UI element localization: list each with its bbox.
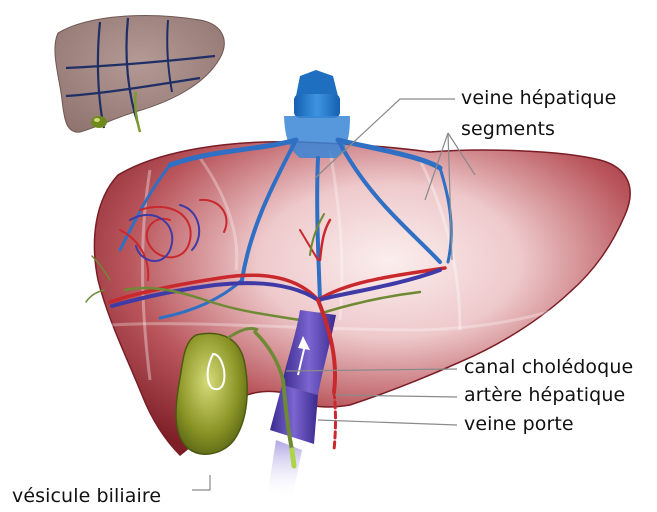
label-common-bile-duct: canal cholédoque — [464, 358, 633, 377]
label-gallbladder: vésicule biliaire — [12, 487, 161, 506]
label-hepatic-vein: veine hépatique — [461, 89, 616, 108]
leader-gallbladder — [192, 475, 210, 490]
label-portal-vein: veine porte — [464, 415, 574, 434]
liver-body — [94, 142, 630, 455]
label-segments: segments — [461, 120, 555, 139]
leader-portal-vein — [318, 420, 457, 425]
label-hepatic-artery: artère hépatique — [464, 386, 625, 405]
thumbnail-liver — [55, 16, 224, 133]
